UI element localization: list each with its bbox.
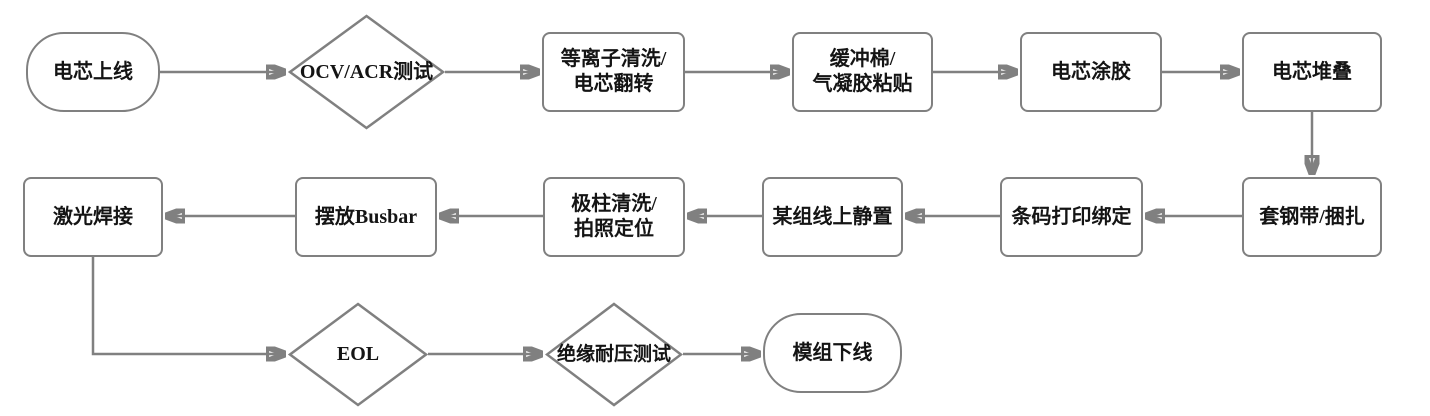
node-line-resting: 某组线上静置: [762, 177, 903, 257]
node-module-offline: 模组下线: [763, 313, 902, 393]
node-busbar-placement: 摆放Busbar: [295, 177, 437, 257]
node-laser-welding-label: 激光焊接: [53, 205, 133, 228]
node-steel-strap-binding-label: 套钢带/捆扎: [1259, 205, 1365, 228]
node-steel-strap-binding: 套钢带/捆扎: [1242, 177, 1382, 257]
node-cell-stacking-label: 电芯堆叠: [1272, 60, 1352, 83]
node-insulation-hipot-test-label: 绝缘耐压测试: [556, 343, 671, 365]
node-eol: EOL: [288, 302, 428, 407]
node-plasma-clean-cell-flip: 等离子清洗/ 电芯翻转: [542, 32, 685, 112]
node-insulation-hipot-test: 绝缘耐压测试: [545, 302, 683, 407]
edge-welding-to-eol: [91, 256, 286, 354]
node-cell-gluing-label: 电芯涂胶: [1051, 60, 1131, 83]
node-terminal-clean-photo: 极柱清洗/ 拍照定位: [543, 177, 685, 257]
node-line-resting-label: 某组线上静置: [772, 205, 893, 228]
node-barcode-print-binding: 条码打印绑定: [1000, 177, 1143, 257]
node-terminal-clean-photo-label: 极柱清洗/ 拍照定位: [571, 193, 657, 240]
node-cell-loading: 电芯上线: [26, 32, 160, 112]
node-eol-label: EOL: [336, 343, 380, 365]
node-plasma-clean-cell-flip-label: 等离子清洗/ 电芯翻转: [560, 48, 667, 95]
node-busbar-placement-label: 摆放Busbar: [314, 205, 418, 228]
node-cell-gluing: 电芯涂胶: [1020, 32, 1162, 112]
node-ocv-acr-test-label: OCV/ACR测试: [299, 60, 434, 83]
node-buffer-foam-aerogel-label: 缓冲棉/ 气凝胶粘贴: [812, 48, 913, 95]
node-buffer-foam-aerogel: 缓冲棉/ 气凝胶粘贴: [792, 32, 933, 112]
node-laser-welding: 激光焊接: [23, 177, 163, 257]
node-ocv-acr-test: OCV/ACR测试: [288, 14, 445, 130]
node-module-offline-label: 模组下线: [792, 341, 873, 364]
diamond-shape: [545, 302, 683, 407]
node-barcode-print-binding-label: 条码打印绑定: [1011, 205, 1132, 228]
node-cell-loading-label: 电芯上线: [53, 60, 133, 83]
diamond-shape: [288, 302, 428, 407]
node-cell-stacking: 电芯堆叠: [1242, 32, 1382, 112]
diamond-shape: [288, 14, 445, 130]
